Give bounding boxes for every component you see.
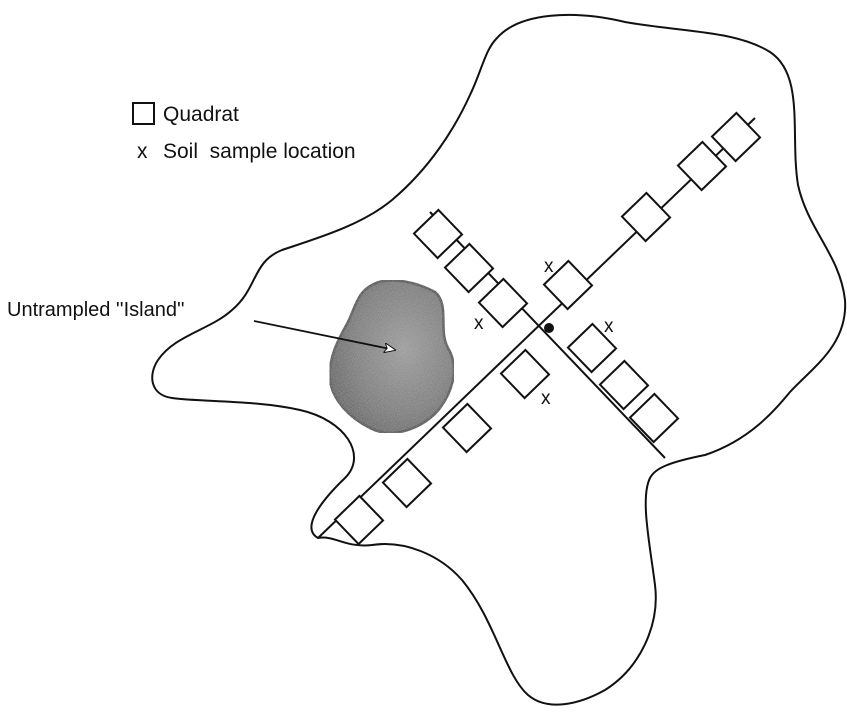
island-arrow bbox=[253, 320, 395, 350]
quadrat-legend-icon bbox=[132, 102, 155, 125]
quadrat bbox=[441, 402, 493, 454]
quadrat bbox=[542, 259, 594, 311]
quadrats-transect-2 bbox=[412, 208, 680, 444]
soil-sample-marker: x bbox=[544, 256, 554, 277]
transect-line-1 bbox=[317, 117, 756, 539]
quadrat bbox=[477, 277, 529, 329]
transect-center-point bbox=[544, 323, 554, 333]
quadrat bbox=[628, 392, 680, 444]
quadrat bbox=[620, 191, 672, 243]
island-label: Untrampled ''Island'' bbox=[7, 299, 185, 321]
trampled-area-outline bbox=[151, 14, 847, 706]
soil-sample-marker: x bbox=[541, 388, 551, 409]
quadrat bbox=[710, 111, 762, 163]
legend: Quadrat x Soil sample location bbox=[132, 102, 356, 163]
soil-sample-marker: x bbox=[604, 316, 614, 337]
quadrat bbox=[443, 242, 495, 294]
quadrat bbox=[566, 322, 618, 374]
quadrats-transect-1 bbox=[333, 111, 762, 546]
quadrat bbox=[598, 359, 650, 411]
legend-quadrat-label: Quadrat bbox=[163, 103, 239, 126]
quadrat bbox=[499, 348, 551, 400]
quadrat bbox=[676, 140, 728, 192]
legend-soil-marker: x bbox=[137, 140, 148, 163]
quadrat bbox=[333, 494, 385, 546]
legend-soil-label: Soil sample location bbox=[163, 140, 356, 163]
quadrat bbox=[412, 208, 464, 260]
untrampled-island bbox=[328, 279, 456, 435]
soil-sample-marker: x bbox=[474, 313, 484, 334]
quadrat bbox=[381, 457, 433, 509]
